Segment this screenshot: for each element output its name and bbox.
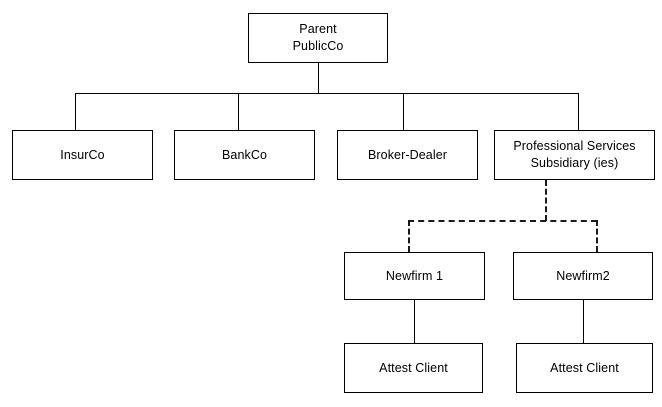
- node-bankco-label: BankCo: [221, 147, 268, 162]
- connector-drop-broker-dealer: [403, 93, 404, 130]
- node-insurco[interactable]: InsurCo: [12, 130, 153, 180]
- node-professional-services-subsidiary-label: Professional Services Subsidiary (ies): [513, 139, 636, 170]
- connector-drop-bankco: [238, 93, 239, 130]
- node-attest-client-right[interactable]: Attest Client: [516, 343, 653, 393]
- node-parent-publicco[interactable]: Parent PublicCo: [248, 13, 388, 63]
- node-attest-client-left[interactable]: Attest Client: [344, 343, 483, 393]
- node-newfirm-2-label: Newfirm2: [556, 268, 610, 283]
- node-attest-client-right-label: Attest Client: [550, 360, 619, 375]
- connector-dashed-drop-newfirm2: [596, 220, 598, 252]
- connector-parent-stem: [318, 63, 319, 93]
- connector-level2-bus: [75, 93, 578, 94]
- node-professional-services-subsidiary[interactable]: Professional Services Subsidiary (ies): [494, 130, 655, 180]
- connector-dashed-drop-newfirm1: [408, 220, 410, 252]
- connector-drop-professional-services: [578, 93, 579, 130]
- node-parent-publicco-label: Parent PublicCo: [292, 22, 344, 53]
- connector-dashed-professional-services-stem: [545, 180, 547, 221]
- node-broker-dealer-label: Broker-Dealer: [367, 147, 448, 162]
- node-newfirm-1-label: Newfirm 1: [385, 268, 444, 283]
- node-broker-dealer[interactable]: Broker-Dealer: [337, 130, 478, 180]
- node-insurco-label: InsurCo: [60, 147, 105, 162]
- connector-dashed-newfirm-bus: [408, 220, 597, 222]
- node-bankco[interactable]: BankCo: [174, 130, 315, 180]
- node-newfirm-2[interactable]: Newfirm2: [513, 252, 653, 300]
- connector-newfirm2-to-attest-client: [583, 300, 584, 343]
- node-newfirm-1[interactable]: Newfirm 1: [344, 252, 485, 300]
- node-attest-client-left-label: Attest Client: [379, 360, 448, 375]
- connector-drop-insurco: [75, 93, 76, 130]
- connector-newfirm1-to-attest-client: [414, 300, 415, 343]
